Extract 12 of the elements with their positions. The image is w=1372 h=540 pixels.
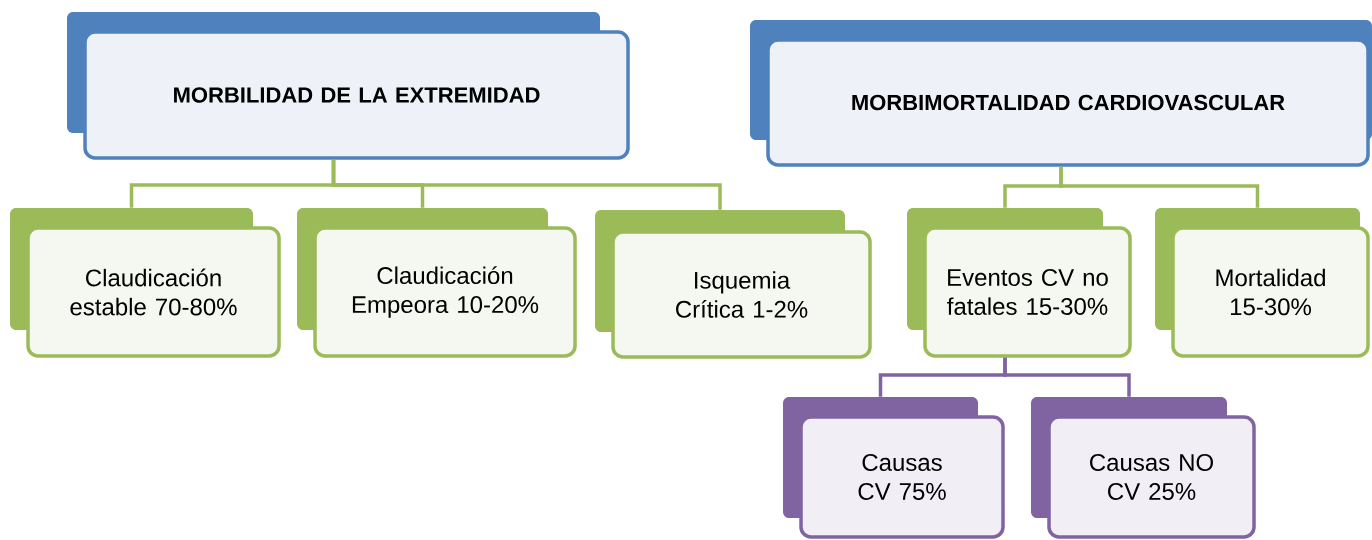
category-box: Claudicación estable 70-80% [10,208,281,358]
title-box: MORBILIDAD DE LA EXTREMIDAD [67,12,630,160]
category-box: Causas NO CV 25% [1031,397,1256,539]
category-box: Isquemia Crítica 1-2% [595,210,872,359]
title-box: MORBIMORTALIDAD CARDIOVASCULAR [750,20,1372,167]
category-box: Claudicación Empeora 10-20% [297,208,577,358]
connector-line [331,159,722,210]
category-box: Causas CV 75% [783,397,1005,539]
category-box: Eventos CV no fatales 15-30% [907,208,1132,358]
connector-line [1059,166,1260,208]
connector-line [1003,357,1131,397]
category-box: Mortalidad 15-30% [1155,208,1370,358]
